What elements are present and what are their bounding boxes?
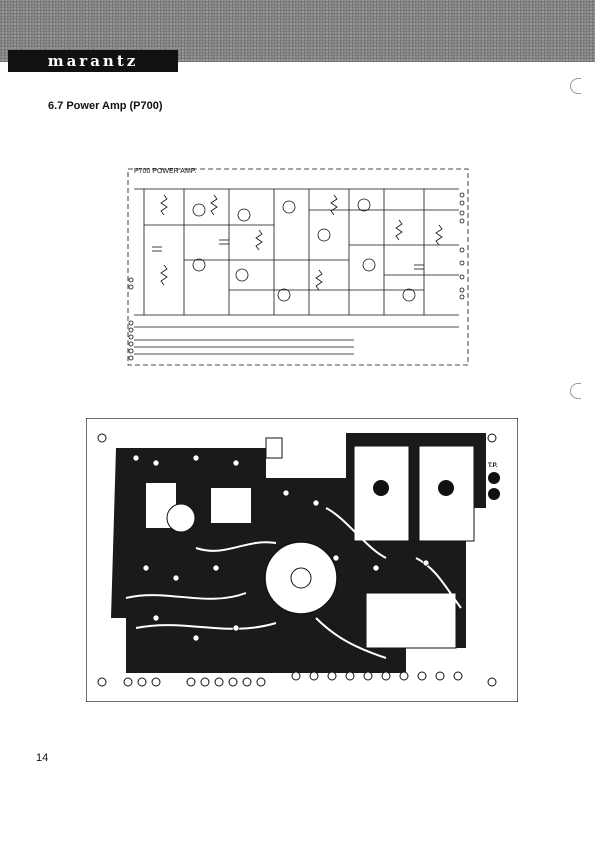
brand-logo: marantz — [8, 50, 178, 72]
schematic-title: P700 POWER AMP. — [134, 168, 197, 175]
power-amp-schematic — [124, 165, 474, 370]
page-number: 14 — [36, 752, 48, 764]
section-title: 6.7 Power Amp (P700) — [48, 100, 163, 112]
margin-mark-mid — [570, 383, 581, 399]
margin-mark-top — [570, 78, 581, 94]
schematic-border — [128, 169, 468, 365]
pcb-layout — [86, 418, 518, 702]
test-point-label: T.P. — [488, 463, 498, 469]
